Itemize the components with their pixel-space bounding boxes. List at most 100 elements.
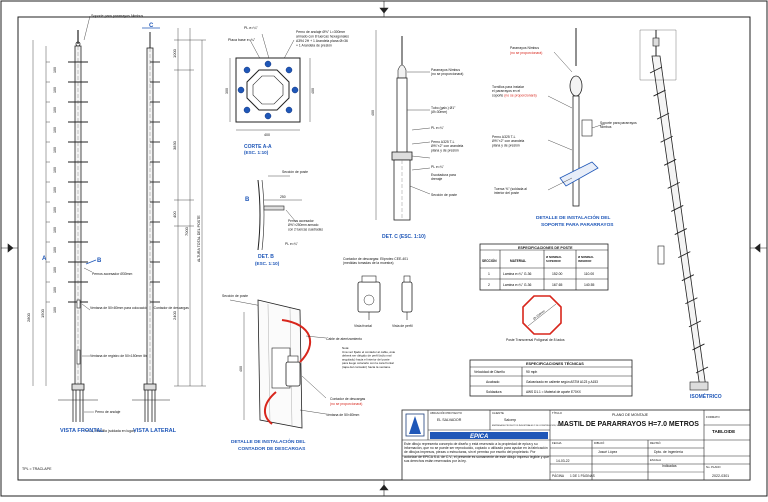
dim-left-bottom: 1500 xyxy=(40,308,45,318)
tb-ubic-value: EL SALVADOR xyxy=(437,418,462,422)
tb-titulo-label: TÍTULO xyxy=(552,411,563,415)
height-label: 100 xyxy=(53,147,57,153)
dc-cable: Cable de aterrizamiento xyxy=(326,337,362,341)
section-a-a: PL e=¼" Placa base e=¼" Perno de anclaje… xyxy=(225,26,349,155)
spec-tec-r1-k: Acabado xyxy=(486,380,499,384)
height-label: 100 xyxy=(53,207,57,213)
tb-formato-value: TABLOIDE xyxy=(712,429,735,434)
spec-r0-c2: 152.00 xyxy=(552,272,562,276)
iso-peg xyxy=(660,135,673,143)
spec-tec-r0-v: 90 mph xyxy=(526,370,537,374)
tb-plano-title: MASTIL DE PARARRAYOS H=7.0 METROS xyxy=(558,421,699,428)
height-label: 100 xyxy=(53,167,57,173)
iso-peg xyxy=(695,366,709,374)
iso-peg xyxy=(649,66,663,74)
corte-placa-base: Placa base e=¼" xyxy=(228,38,256,42)
isometric-title: ISOMÉTRICO xyxy=(690,392,722,400)
tb-ubic-label: UBICACIÓN PROYECTO xyxy=(430,410,463,415)
callout-b-text: Pernos accesador Ø30mm xyxy=(92,272,133,276)
dc-contador: Contador de descargas xyxy=(330,397,366,401)
dc-seccion: Sección de poste xyxy=(222,294,248,298)
detail-c: Pararrayos Nimbus (no se proporcionará) … xyxy=(371,30,464,240)
corte-a-scale: (ESC. 1:10) xyxy=(244,150,269,155)
dim-lateral-bottom: 2400 xyxy=(172,310,177,320)
tb-dibujo-value: Josué López xyxy=(598,450,618,454)
det-b-dim-250: 250 xyxy=(280,195,286,199)
ventana-contador-label: Ventana de 50×80mm para colocación de Co… xyxy=(90,306,189,310)
dc-ventana: Ventana de 50×80mm xyxy=(326,413,359,417)
perno-anclaje-label: Perno de anclaje xyxy=(95,410,121,414)
iso-peg xyxy=(667,181,680,189)
dc-title-1: DETALLE DE INSTALACIÓN DEL xyxy=(231,437,306,445)
dc-no-prop: (no se proporcionará) xyxy=(330,402,362,406)
corte-dim-400: 400 xyxy=(264,133,270,137)
dc-dim-400: 400 xyxy=(239,366,243,372)
spec-r1-c3: 140.55 xyxy=(584,283,594,287)
dim-altura-total: ALTURA TOTAL DEL POSTE xyxy=(197,215,201,262)
det-c-pl2: PL e=¼" xyxy=(431,165,445,169)
corte-dim-300: 300 xyxy=(225,88,229,94)
spec-tec-r0-k: Velocidad de Diseño xyxy=(474,370,505,374)
det-c-title: DET. C (ESC. 1:10) xyxy=(382,234,426,240)
tb-numero-label: No. PLANO xyxy=(706,465,721,469)
tb-formato-label: FORMATO xyxy=(706,415,721,419)
isometric-view: ISOMÉTRICO xyxy=(639,29,722,400)
height-label: 100 xyxy=(53,267,57,273)
height-label: 100 xyxy=(53,67,57,73)
contador-header: Contador de descargas: Eliprotec CEE-401… xyxy=(343,257,409,265)
spec-r1-c1: Lamina e=¼" G-36 xyxy=(503,283,532,287)
soporte-tuerca: Tuerca ⅝" (soldada al interior del poste xyxy=(494,187,528,195)
det-c-perno: Perno A325 T-L Ø⅝"×2" con arandela plana… xyxy=(431,140,464,152)
tb-cliente-value: Salcerp xyxy=(504,418,516,422)
ventana-registro-label: Ventana de registro de 50×150mm libre xyxy=(90,354,150,358)
spec-h-1: MATERIAL xyxy=(510,259,526,263)
soporte-perno: Perno A325 T-L Ø⅝"×2" con arandela plana… xyxy=(492,135,525,147)
spec-tec-r1-v: Galvanizado en caliente según ASTM A123 … xyxy=(526,380,598,384)
iso-peg xyxy=(685,297,698,305)
iso-peg xyxy=(678,251,691,259)
det-b-seccion: Sección de poste xyxy=(282,170,308,174)
dc-title-2: CONTADOR DE DESCARGAS xyxy=(238,446,306,452)
iso-peg xyxy=(674,228,687,235)
det-b-pl: PL e=¼" xyxy=(285,242,299,246)
corte-dim-400b: 400 xyxy=(311,88,315,94)
spec-r1-c0: 2 xyxy=(488,283,490,287)
counter-views: Contador de descargas: Eliprotec CEE-401… xyxy=(343,257,413,328)
iso-peg xyxy=(656,112,670,120)
soporte-title-2: SOPORTE PARA PARARRAYOS xyxy=(541,222,614,228)
det-b-scale: (ESC. 1:10) xyxy=(255,261,280,266)
counter-install-detail: Sección de poste 400 Cable de aterrizami… xyxy=(222,294,396,452)
plantilla-label: Plantilla (soldada en lugar) xyxy=(95,429,135,433)
detail-b: Sección de poste 250 Pernos accesador Ø⅝… xyxy=(245,170,323,266)
spec-tec-r2-v: AWS D1.1 = Material de aporte E70XX xyxy=(526,390,582,394)
dim-lateral-total: 7000 xyxy=(184,226,189,236)
soporte-no-prop: (no se proporcionará) xyxy=(510,51,542,55)
title-block: EPICA UBICACIÓN PROYECTO EL SALVADOR CLI… xyxy=(401,409,751,481)
iso-peg xyxy=(671,205,684,212)
height-label: 100 xyxy=(53,247,57,253)
company-logo: EPICA xyxy=(405,413,548,440)
soporte-tornillos: Tornillos para instalar el pararrayos en… xyxy=(492,85,537,97)
spec-r0-c0: 1 xyxy=(488,272,490,276)
support-detail: Pararrayos Nimbus (no se proporcionará) … xyxy=(492,28,637,228)
spec-r0-c1: Lamina e=¼" G-36 xyxy=(503,272,532,276)
front-view-title: VISTA FRONTAL xyxy=(60,428,104,434)
tb-reviso-label: REVISÓ xyxy=(650,440,661,445)
tb-pagina-value: 1 DE 1 PÁGINAS xyxy=(570,474,595,478)
spec-h-0: SECCIÓN xyxy=(482,258,497,263)
dc-nota: Nota: Una vez fijado el contador al cabl… xyxy=(342,346,396,369)
height-label: 100 xyxy=(53,107,57,113)
tb-escala-label: ESCALA xyxy=(650,458,661,462)
iso-peg xyxy=(692,343,705,351)
callout-b-letter: B xyxy=(97,258,102,264)
height-label: 100 xyxy=(53,287,57,293)
front-view: 100100100100100100100100100100100100100 … xyxy=(26,14,189,434)
det-c-pararrayos: Pararrayos Nimbus (no se proporcionará) xyxy=(431,68,463,76)
dim-lateral-top: 1000 xyxy=(172,48,177,58)
iso-peg xyxy=(663,158,677,166)
spec-poste-title: ESPECIFICACIONES DE POSTE xyxy=(518,246,573,250)
